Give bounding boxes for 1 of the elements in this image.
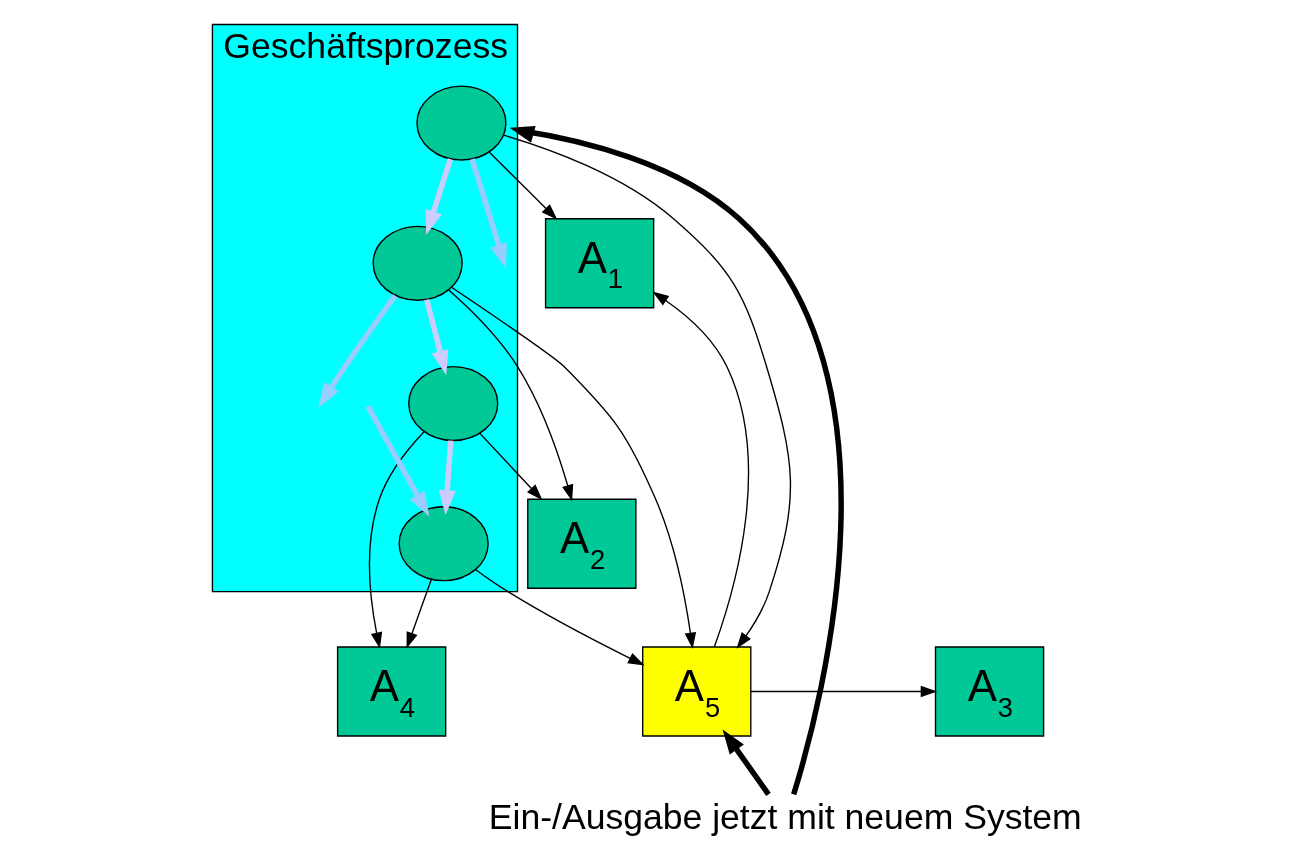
- node-text: Ein-/Ausgabe jetzt mit neuem System: [488, 796, 1082, 837]
